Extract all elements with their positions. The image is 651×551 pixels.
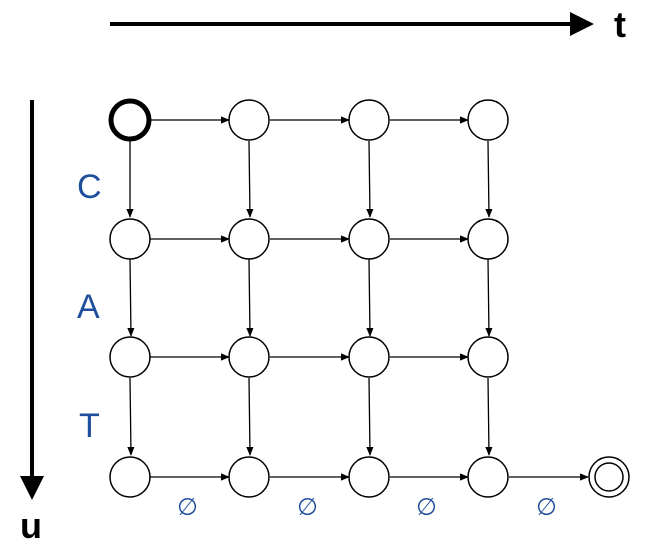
lattice-node: [348, 336, 390, 378]
lattice-node: [109, 218, 151, 260]
vertical-edges: [126, 140, 493, 456]
blank-label: ∅: [177, 493, 198, 521]
lattice-node: [228, 99, 270, 141]
lattice-node: [228, 336, 270, 378]
edge-vertical: [485, 377, 493, 456]
lattice-node: [467, 336, 509, 378]
lattice-node: [109, 336, 151, 378]
blank-labels: ∅ ∅ ∅ ∅: [177, 493, 557, 521]
edge-vertical: [366, 258, 374, 337]
lattice-node: [228, 456, 270, 498]
edge-vertical: [246, 140, 254, 218]
token-label: T: [79, 407, 100, 445]
lattice-node: [109, 456, 151, 498]
time-axis: t: [110, 4, 626, 45]
edge-vertical: [246, 258, 254, 337]
lattice-node: [467, 456, 509, 498]
nodes: [108, 98, 630, 498]
lattice-node: [228, 218, 270, 260]
blank-label: ∅: [416, 493, 437, 521]
final-node-inner-ring: [594, 462, 624, 492]
edge-vertical: [127, 258, 135, 337]
edge-vertical: [485, 258, 493, 337]
horizontal-edges: [150, 116, 589, 481]
blank-label: ∅: [297, 493, 318, 521]
lattice-node: [467, 99, 509, 141]
lattice-node: [348, 99, 390, 141]
output-axis-label: u: [20, 505, 42, 546]
lattice-node: [348, 218, 390, 260]
edge-vertical: [127, 377, 135, 456]
output-axis: u: [20, 100, 44, 546]
token-labels: C A T: [77, 168, 102, 445]
lattice-node: [467, 218, 509, 260]
lattice-node: [348, 456, 390, 498]
blank-label: ∅: [536, 493, 557, 521]
final-node: [588, 456, 630, 498]
edge-vertical: [366, 377, 374, 456]
token-label: A: [77, 288, 100, 326]
output-axis-arrowhead: [20, 476, 44, 500]
edge-vertical: [246, 377, 254, 456]
start-node: [108, 98, 152, 142]
time-axis-label: t: [614, 4, 626, 45]
edge-vertical: [485, 140, 493, 218]
edge-vertical: [366, 140, 374, 218]
time-axis-arrowhead: [570, 12, 594, 36]
token-label: C: [77, 168, 102, 206]
